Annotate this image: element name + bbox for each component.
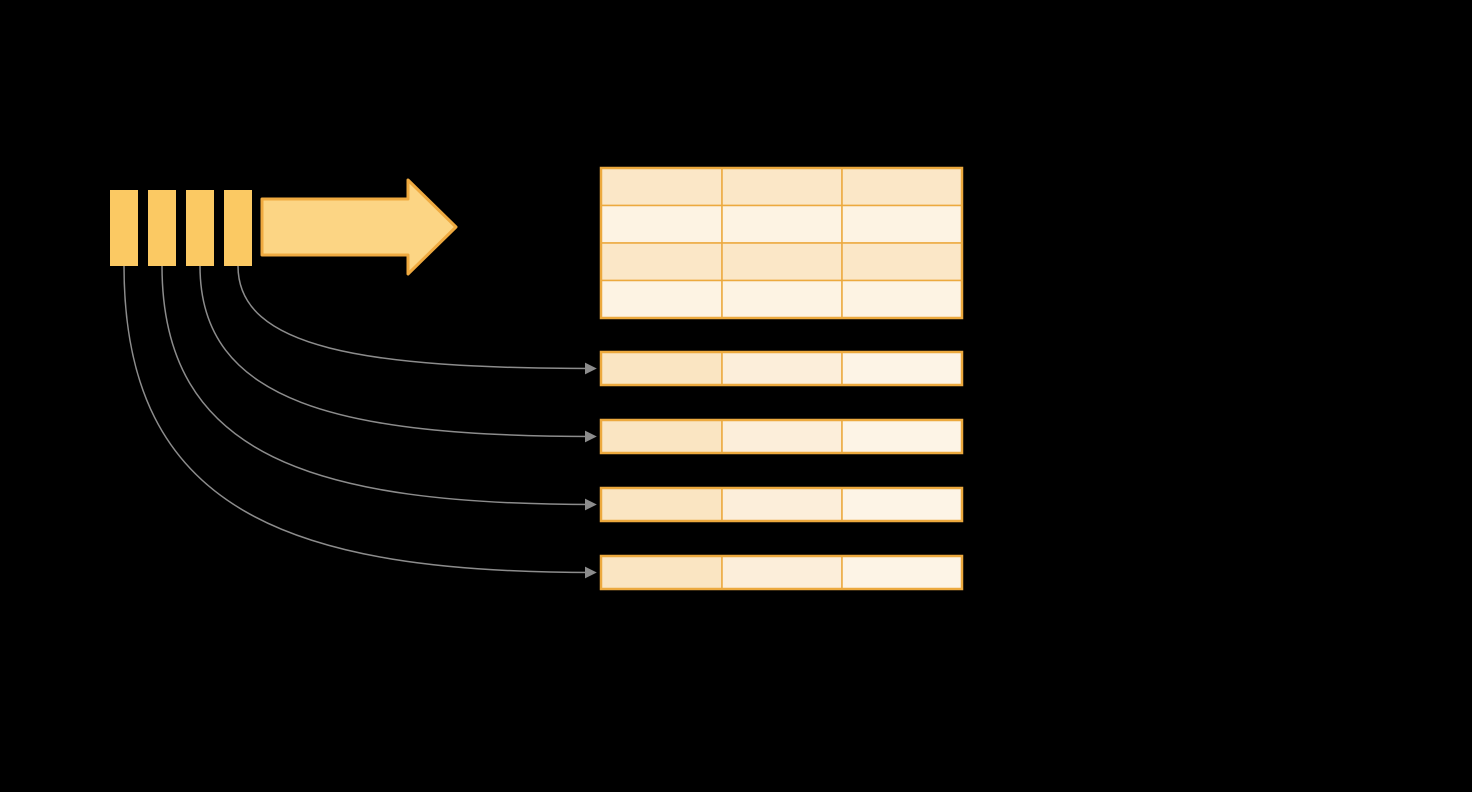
- batch-table-cell: [841, 204, 963, 244]
- batch-table-cell: [721, 279, 843, 319]
- batch-table-cell: [600, 167, 723, 207]
- row-strip: [599, 350, 964, 387]
- row-strip-cell: [841, 419, 963, 454]
- batch-table-cell: [841, 167, 963, 207]
- batch-table-cell: [721, 204, 843, 244]
- row-strip-cell: [841, 555, 963, 590]
- row-strip-cell: [721, 419, 843, 454]
- row-strip: [599, 418, 964, 455]
- row-strip: [599, 486, 964, 523]
- row-strip-cell: [841, 487, 963, 522]
- batch-table-border: [599, 166, 964, 320]
- row-strip-border: [599, 486, 964, 523]
- row-strip-border: [599, 418, 964, 455]
- stream-bars-group: [110, 190, 252, 266]
- row-strip-cell: [841, 351, 963, 386]
- batch-table-cell: [841, 242, 963, 282]
- stream-item-bar: [224, 190, 252, 266]
- batch-table-cell: [600, 242, 723, 282]
- batch-table-cell: [721, 242, 843, 282]
- row-strip-cell: [600, 487, 723, 522]
- batch-table-cell: [600, 279, 723, 319]
- connector-arrow: [161, 265, 597, 511]
- connector-arrow: [123, 265, 597, 579]
- stream-item-bar: [110, 190, 138, 266]
- row-strip-cell: [721, 555, 843, 590]
- connector-arrow: [237, 265, 597, 375]
- stream-item-bar: [186, 190, 214, 266]
- row-strip-border: [599, 350, 964, 387]
- row-strip-cell: [600, 351, 723, 386]
- connector-arrow: [199, 265, 597, 443]
- stream-item-bar: [148, 190, 176, 266]
- flow-arrow-icon: [260, 178, 458, 276]
- row-strip-cell: [600, 555, 723, 590]
- batch-table-cell: [600, 204, 723, 244]
- row-strip-cell: [721, 351, 843, 386]
- row-strip-cell: [721, 487, 843, 522]
- batch-table: [599, 166, 964, 320]
- batch-table-cell: [721, 167, 843, 207]
- row-strip-border: [599, 554, 964, 591]
- row-strip-cell: [600, 419, 723, 454]
- row-strip: [599, 554, 964, 591]
- batch-table-cell: [841, 279, 963, 319]
